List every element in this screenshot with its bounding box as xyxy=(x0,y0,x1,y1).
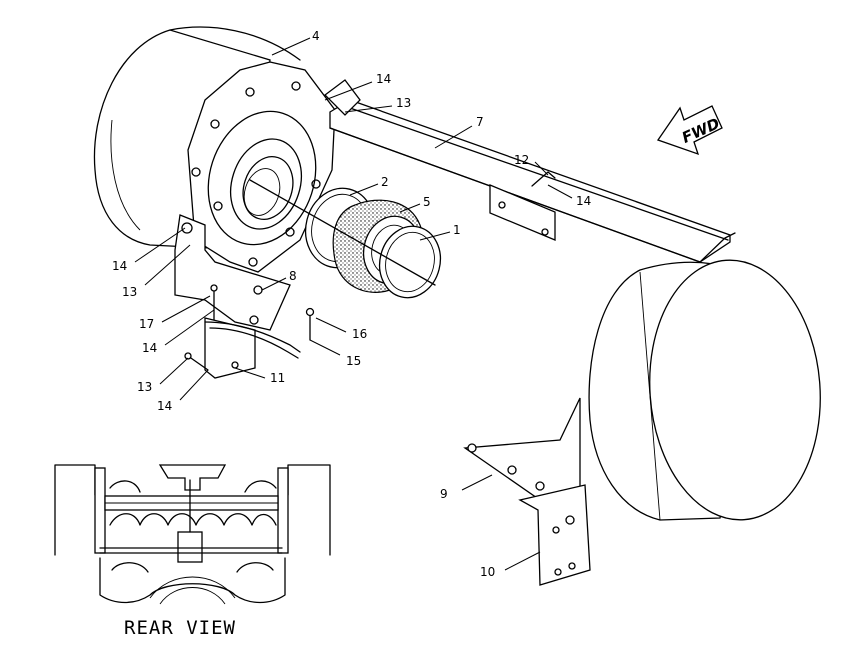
right-mounting-bracket xyxy=(463,397,591,586)
callout-8: 8 xyxy=(289,269,297,283)
right-air-cleaner-canister xyxy=(588,259,821,521)
fwd-direction-arrow: FWD xyxy=(656,105,723,156)
callout-10: 10 xyxy=(480,565,495,579)
callout-1: 1 xyxy=(453,223,461,237)
callout-13-top: 13 xyxy=(396,96,411,110)
callout-labels: 4 14 13 7 12 14 2 5 1 14 13 8 17 16 14 1… xyxy=(112,29,591,579)
callout-14-mid: 14 xyxy=(142,341,157,355)
cross-beam-7 xyxy=(324,79,736,263)
callout-15: 15 xyxy=(346,354,361,368)
callout-14-lower: 14 xyxy=(157,399,172,413)
callout-5: 5 xyxy=(423,195,431,209)
callout-14-top: 14 xyxy=(376,72,391,86)
callout-16: 16 xyxy=(352,327,367,341)
callout-13-lower: 13 xyxy=(137,380,152,394)
bolt-16 xyxy=(305,307,315,341)
left-mounting-bracket xyxy=(174,214,301,379)
left-air-cleaner-housing xyxy=(93,26,336,273)
callout-11: 11 xyxy=(270,371,285,385)
callout-12: 12 xyxy=(514,153,529,167)
leader-lines xyxy=(134,37,573,571)
rear-view-caption: REAR VIEW xyxy=(124,617,236,639)
rear-view-inset: REAR VIEW xyxy=(54,464,331,639)
callout-13-left: 13 xyxy=(122,285,137,299)
callout-14-right: 14 xyxy=(576,194,591,208)
callout-14-left: 14 xyxy=(112,259,127,273)
callout-9: 9 xyxy=(440,487,448,501)
callout-4: 4 xyxy=(312,29,320,43)
callout-7: 7 xyxy=(476,115,484,129)
callout-17: 17 xyxy=(139,317,154,331)
callout-2: 2 xyxy=(381,175,389,189)
